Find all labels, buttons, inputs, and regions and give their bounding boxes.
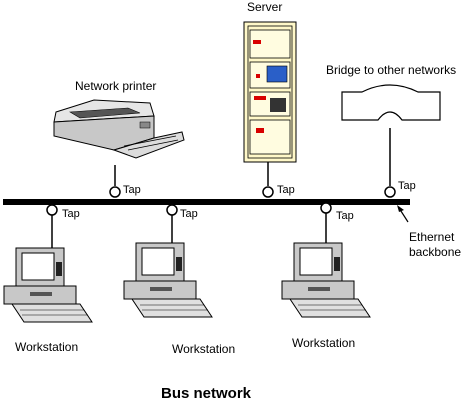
- tap-workstation-3-connector: [320, 202, 332, 214]
- bridge-icon: [341, 84, 441, 121]
- printer-label: Network printer: [75, 79, 156, 93]
- tap-workstation-1-label: Tap: [62, 208, 80, 220]
- tap-bridge-label: Tap: [398, 180, 416, 192]
- workstation-1-label: Workstation: [15, 340, 78, 354]
- diagram-title: Bus network: [161, 385, 252, 401]
- bridge-label: Bridge to other networks: [326, 63, 456, 77]
- workstation-3-label: Workstation: [292, 336, 355, 350]
- tap-printer-label: Tap: [123, 184, 141, 196]
- tap-workstation-1-connector: [46, 204, 58, 216]
- backbone-label-line1: Ethernet: [409, 230, 455, 244]
- workstation-2-icon: [123, 242, 213, 318]
- workstation-2-label: Workstation: [172, 342, 235, 356]
- workstation-1-icon: [3, 247, 93, 323]
- backbone-label-line2: backbone: [409, 245, 461, 259]
- tap-server-connector: [262, 186, 274, 198]
- backbone-pointer-arrow: [397, 205, 409, 223]
- tap-bridge-connector: [384, 186, 396, 198]
- tap-workstation-2-label: Tap: [180, 208, 198, 220]
- tap-printer-connector: [109, 186, 121, 198]
- workstation-3-icon: [281, 242, 371, 318]
- tap-workstation-3-label: Tap: [336, 210, 354, 222]
- network-printer-icon: [53, 99, 185, 159]
- server-label: Server: [247, 0, 282, 14]
- server-cabinet-icon: [243, 21, 297, 163]
- tap-workstation-2-connector: [166, 204, 178, 216]
- tap-server-label: Tap: [277, 184, 295, 196]
